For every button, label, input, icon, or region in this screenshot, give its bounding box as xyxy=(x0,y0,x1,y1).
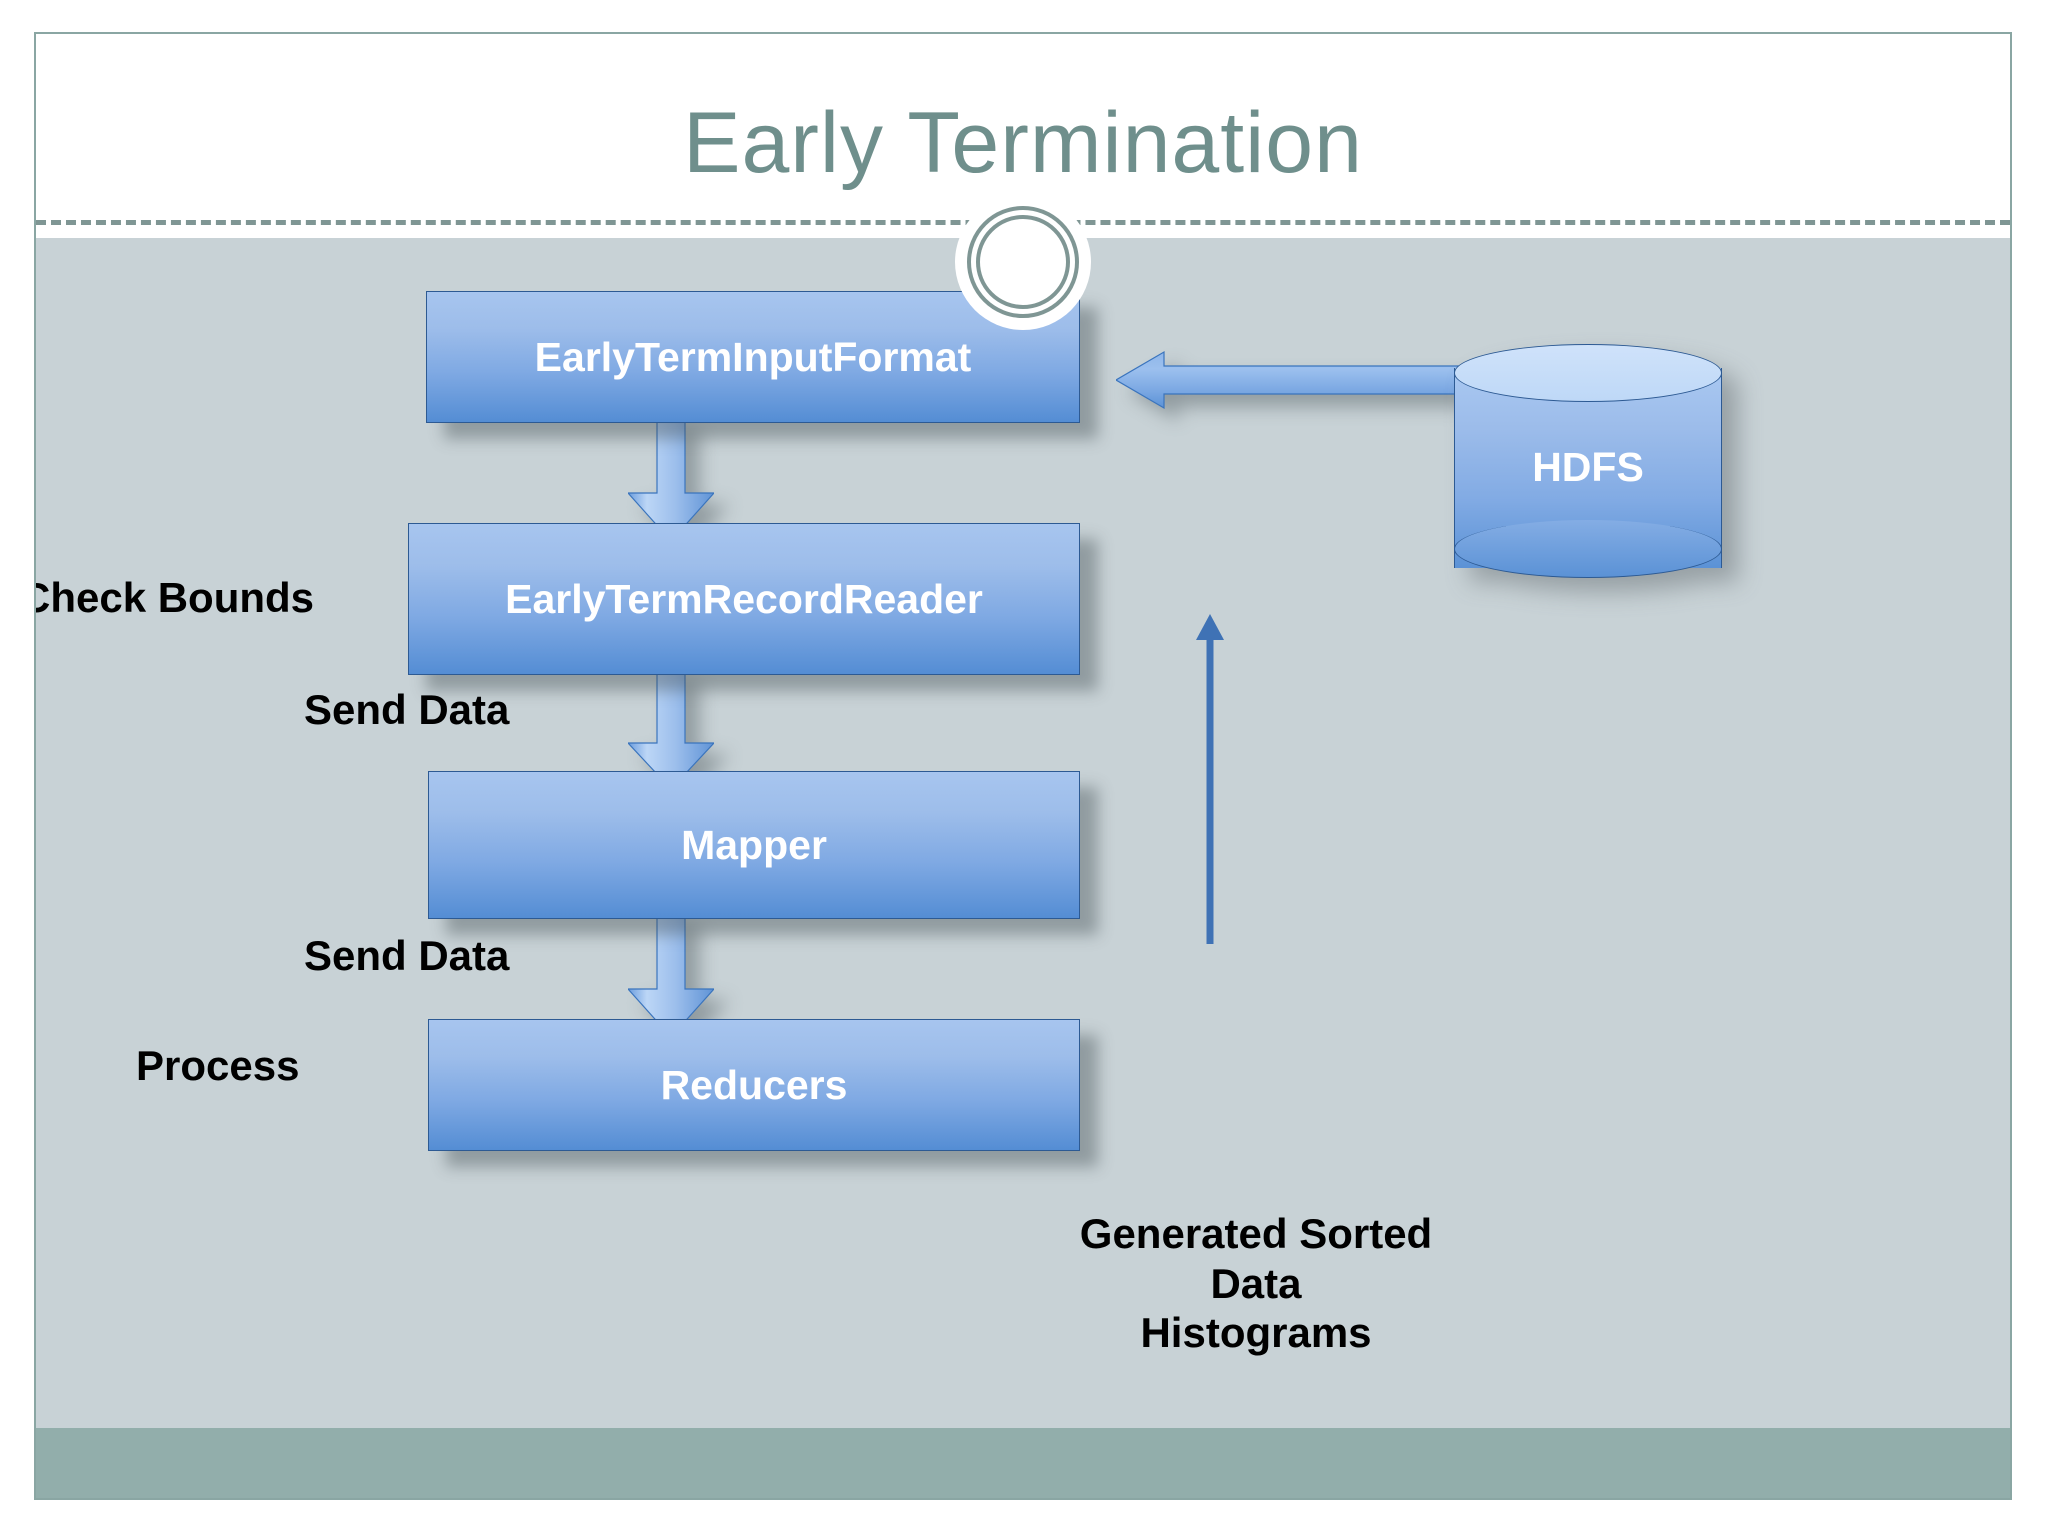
annotation-check-bounds: Check Bounds xyxy=(34,574,315,621)
caption-line-2: Data xyxy=(1210,1259,1302,1307)
circle-ring-outer xyxy=(967,206,1079,318)
flow-box-mapper[interactable]: Mapper xyxy=(428,771,1080,919)
hdfs-label: HDFS xyxy=(1532,444,1644,490)
flow-box-record-reader-label: EarlyTermRecordReader xyxy=(505,575,983,622)
flow-box-input-format-label: EarlyTermInputFormat xyxy=(534,333,972,380)
arrow-down-icon xyxy=(628,671,714,789)
annotation-generated-sorted-data-histograms: Generated Sorted Data Histograms xyxy=(1006,1209,1506,1358)
caption-line-1: Generated Sorted xyxy=(1079,1210,1433,1257)
slide-bottom-band xyxy=(36,1428,2010,1498)
flow-box-input-format[interactable]: EarlyTermInputFormat xyxy=(426,291,1080,423)
arrow-up-icon xyxy=(1186,614,1234,944)
cylinder-bottom-ellipse xyxy=(1454,520,1722,578)
cylinder-top-ellipse xyxy=(1454,344,1722,402)
caption-line-3: Histograms xyxy=(1140,1309,1372,1357)
arrow-down-icon xyxy=(628,419,714,541)
annotation-send-data-1: Send Data xyxy=(304,686,510,733)
flow-box-reducers[interactable]: Reducers xyxy=(428,1019,1080,1151)
arrow-down-icon xyxy=(628,915,714,1037)
flow-box-reducers-label: Reducers xyxy=(660,1061,848,1108)
flow-box-record-reader[interactable]: EarlyTermRecordReader xyxy=(408,523,1080,675)
annotation-process: Process xyxy=(136,1042,300,1089)
page-title: Early Termination xyxy=(683,95,1363,191)
annotation-send-data-2: Send Data xyxy=(304,932,510,979)
flow-box-mapper-label: Mapper xyxy=(681,821,827,868)
database-cylinder-icon[interactable]: HDFS xyxy=(1454,344,1722,596)
circle-ring-inner xyxy=(976,215,1070,309)
arrow-left-icon xyxy=(1116,349,1484,411)
slide-canvas: Early Termination EarlyTermInputFormat E… xyxy=(34,32,2012,1500)
double-ring-circle-icon xyxy=(955,194,1091,330)
